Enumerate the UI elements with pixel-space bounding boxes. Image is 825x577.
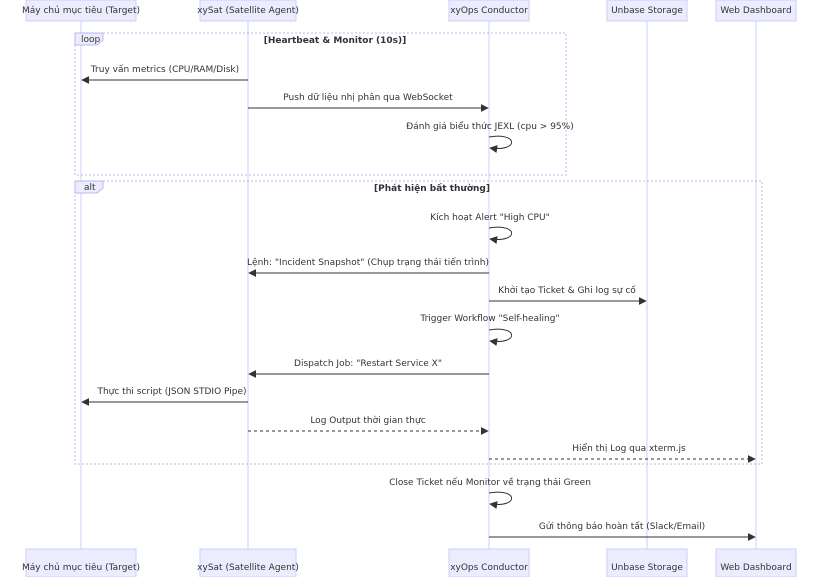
loop-tab [74,32,104,46]
actor-target: Máy chủ mục tiêu (Target) [22,0,140,22]
message-label: Trigger Workflow "Self-healing" [419,314,559,324]
actor-label: xyOps Conductor [450,563,528,573]
message-label: Đánh giá biểu thức JEXL (cpu > 95%) [406,121,573,132]
message-label: Khởi tạo Ticket & Ghi log sự cố [498,285,636,296]
message-label: Thực thi script (JSON STDIO Pipe) [96,387,246,397]
message-label: Log Output thời gian thực [310,415,425,426]
actor-box [199,548,297,577]
alt-keyword: alt [84,183,96,193]
alt-frame [74,180,763,465]
actor-label: Máy chủ mục tiêu (Target) [22,5,140,16]
loop-condition: [Heartbeat & Monitor (10s)] [264,36,407,46]
actor-box [715,0,797,22]
actor-box [448,548,530,577]
lifelines [80,21,757,549]
actor-conductor: xyOps Conductor [448,0,530,22]
message-self-loop [488,491,512,509]
actor-box [448,0,530,22]
alt-tab [74,180,104,194]
message-self-loop [488,135,512,153]
message-label: Kích hoạt Alert "High CPU" [430,213,549,223]
actor-xysat: xySat (Satellite Agent) [197,0,299,22]
actors-bottom: Máy chủ mục tiêu (Target) xySat (Satelli… [22,548,797,577]
actor-conductor-bottom: xyOps Conductor [448,548,530,577]
alt-condition: [Phát hiện bất thường] [374,183,490,194]
message-label: Gửi thông báo hoàn tất (Slack/Email) [539,521,705,532]
actor-label: Web Dashboard [720,563,791,573]
actor-box [25,548,137,577]
loop-frame [74,32,567,176]
actors-top: Máy chủ mục tiêu (Target) xySat (Satelli… [22,0,797,22]
loop-keyword: loop [81,35,101,45]
message-self-loop [488,328,512,346]
actor-dashboard-bottom: Web Dashboard [715,548,797,577]
actor-label: xySat (Satellite Agent) [197,563,299,573]
actor-target-bottom: Máy chủ mục tiêu (Target) [22,548,140,577]
messages: Truy vấn metrics (CPU/RAM/Disk) Push dữ … [81,64,756,541]
alt-fragment: alt [Phát hiện bất thường] [74,180,763,465]
actor-storage-bottom: Unbase Storage [606,548,688,577]
actor-label: Unbase Storage [611,563,683,573]
actor-label: Unbase Storage [611,6,683,16]
actor-dashboard: Web Dashboard [715,0,797,22]
actor-label: Máy chủ mục tiêu (Target) [22,562,140,573]
actor-storage: Unbase Storage [606,0,688,22]
message-label: Dispatch Job: "Restart Service X" [294,359,442,369]
actor-label: xyOps Conductor [450,6,528,16]
actor-box [25,0,137,22]
message-label: Truy vấn metrics (CPU/RAM/Disk) [90,64,239,75]
message-label: Hiển thị Log qua xterm.js [572,443,686,454]
message-label: Push dữ liệu nhị phân qua WebSocket [283,92,453,103]
message-self-loop [488,226,512,244]
actor-box [606,548,688,577]
actor-label: xySat (Satellite Agent) [197,6,299,16]
actor-label: Web Dashboard [720,6,791,16]
loop-fragment: loop [Heartbeat & Monitor (10s)] [74,32,567,176]
actor-xysat-bottom: xySat (Satellite Agent) [197,548,299,577]
message-label: Lệnh: "Incident Snapshot" (Chụp trạng th… [247,257,489,268]
message-label: Close Ticket nếu Monitor về trạng thái G… [389,477,591,488]
actor-box [715,548,797,577]
actor-box [606,0,688,22]
actor-box [199,0,297,22]
